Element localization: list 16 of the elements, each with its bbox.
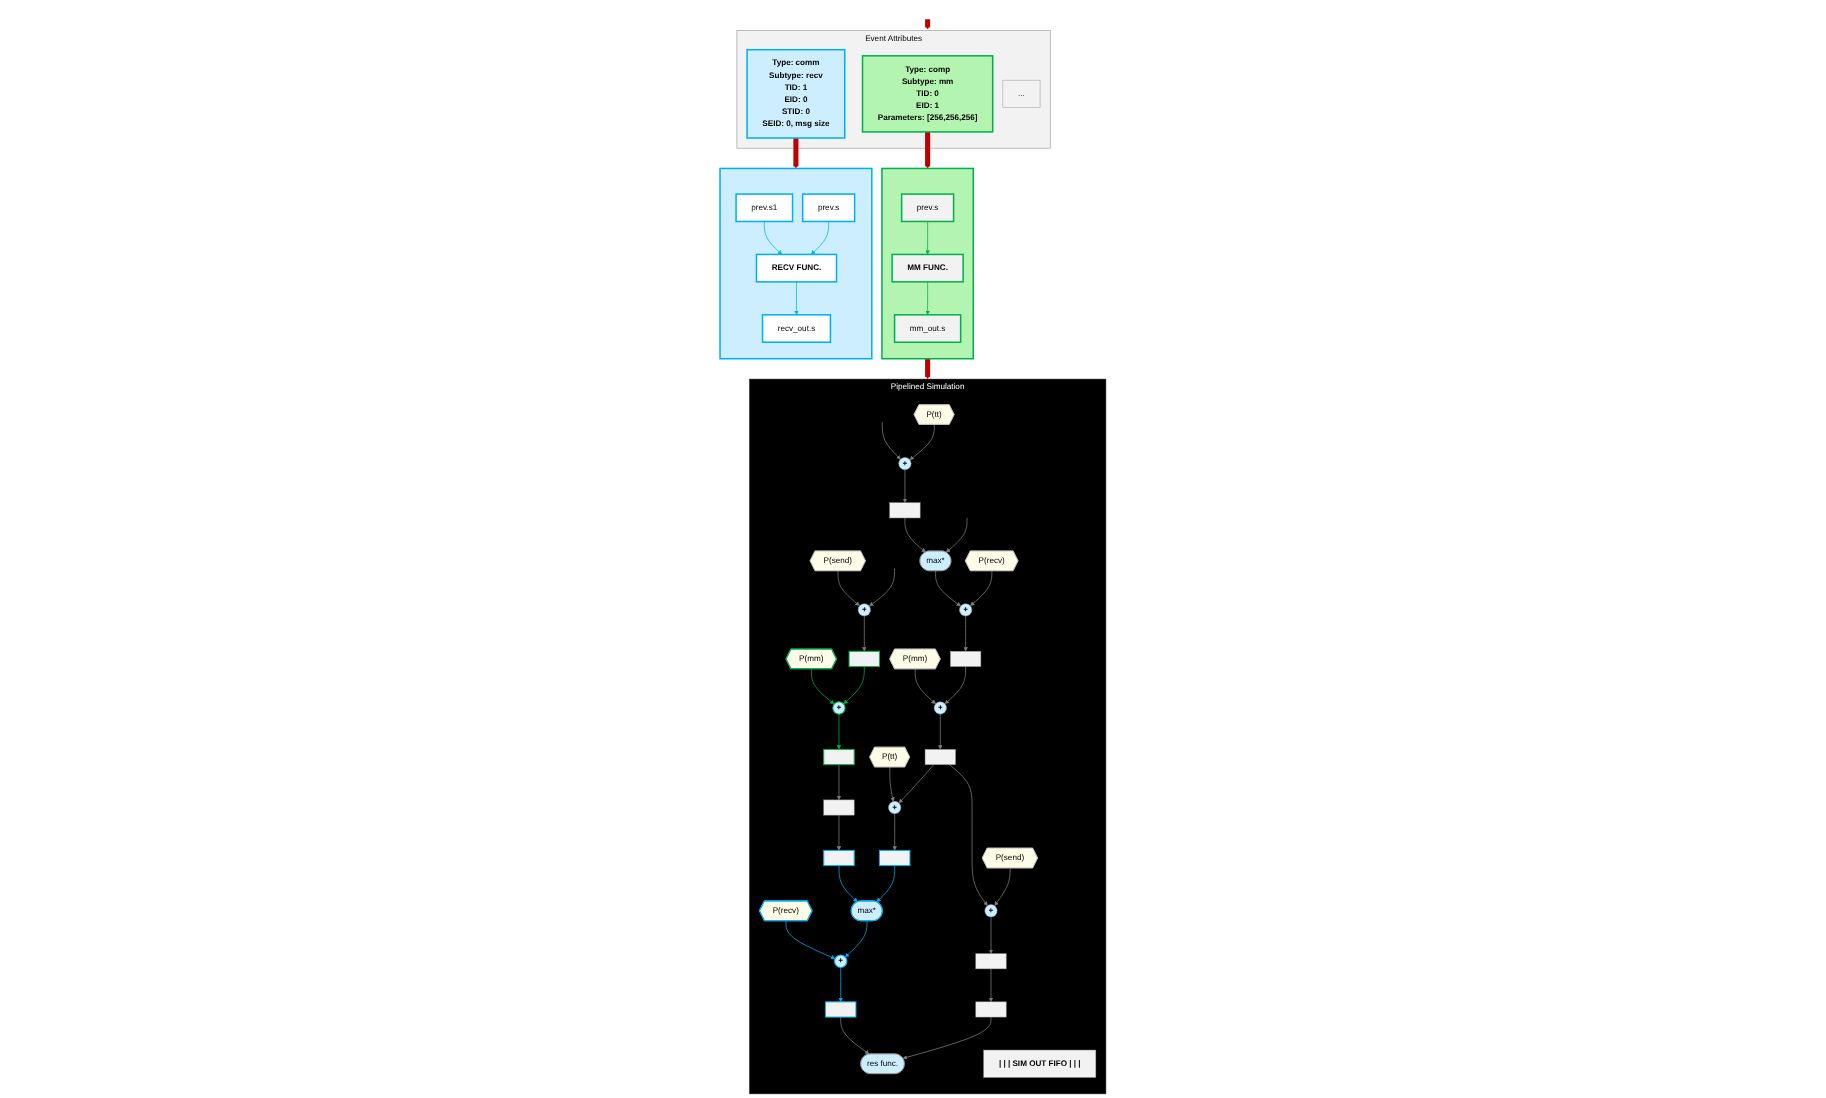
- node-box: [823, 849, 855, 867]
- cluster: [719, 167, 873, 360]
- arrow: [925, 357, 931, 380]
- node-box: [823, 799, 855, 816]
- node-box: [975, 953, 1007, 970]
- cluster: [881, 167, 975, 360]
- arrow: [793, 137, 799, 169]
- node-box: [924, 749, 956, 765]
- node-box: [878, 849, 911, 867]
- node-box: [975, 1001, 1007, 1018]
- arrow: [925, 131, 931, 169]
- node-box: [823, 748, 855, 766]
- node-box: [825, 1001, 857, 1018]
- node-box: [889, 502, 921, 519]
- node-box: [848, 650, 881, 668]
- node-box: [950, 651, 982, 667]
